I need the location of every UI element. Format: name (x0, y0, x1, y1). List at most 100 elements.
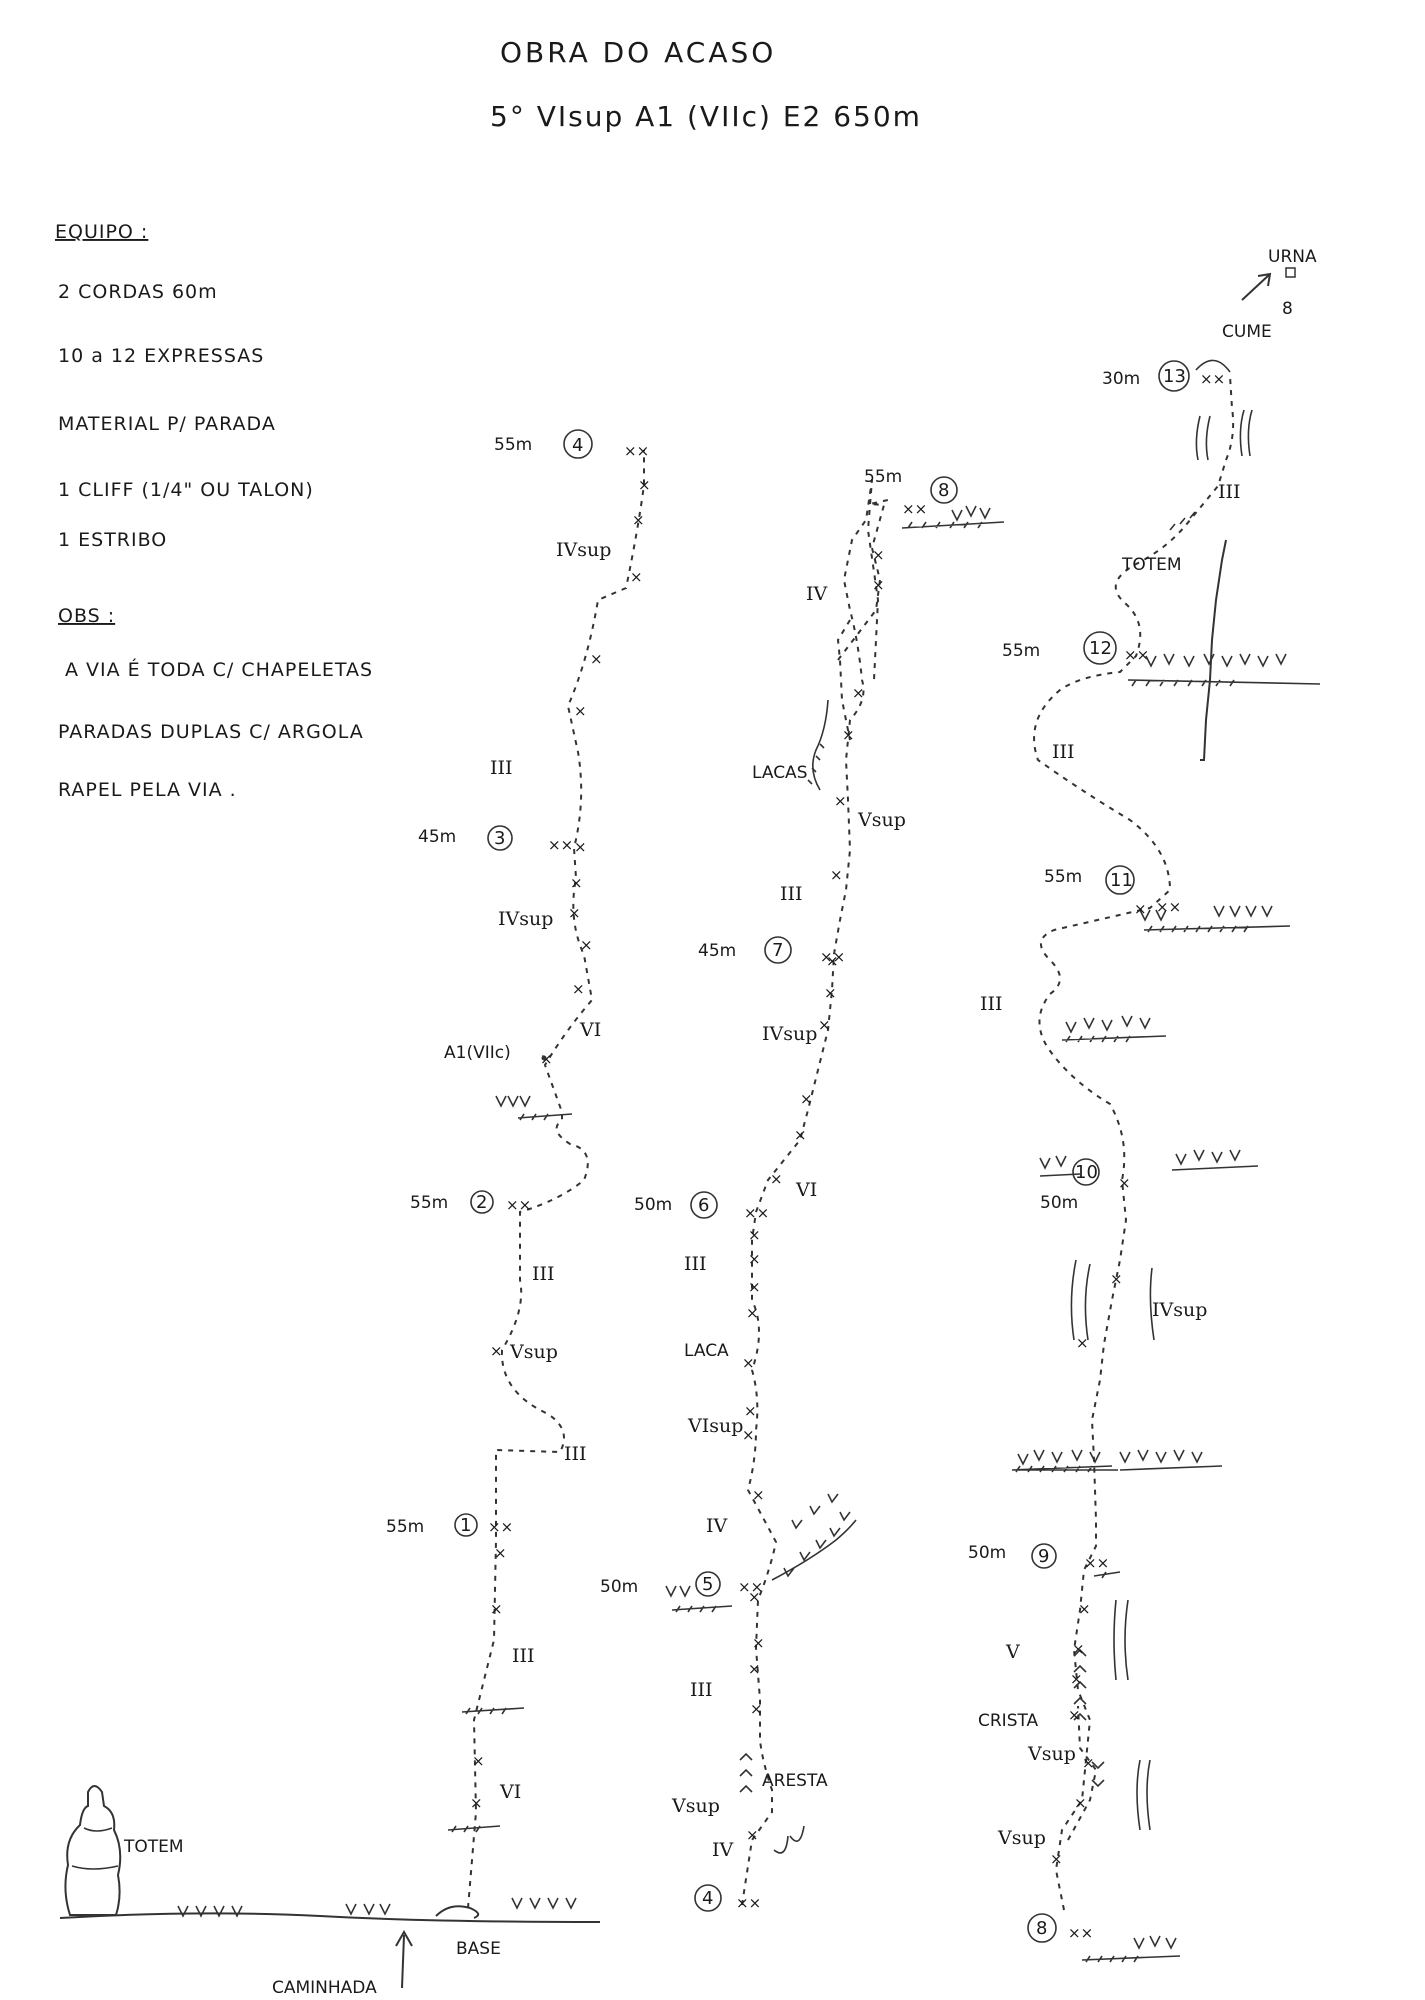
belay-4-top: 55m 4 ×× (494, 429, 649, 460)
svg-text:×: × (748, 1278, 761, 1296)
svg-text:×: × (746, 1826, 759, 1844)
svg-text:45m: 45m (418, 827, 456, 847)
ledge-column-2 (665, 505, 1005, 1854)
svg-text:×: × (572, 980, 585, 998)
svg-text:×: × (748, 1660, 761, 1678)
route-line-column-2-upper (836, 619, 851, 741)
svg-text:×: × (574, 838, 587, 856)
belay-4-bottom: 4 ×× (694, 1884, 761, 1912)
svg-text:×: × (580, 936, 593, 954)
svg-text:×: × (744, 1402, 757, 1420)
svg-text:2: 2 (476, 1192, 487, 1213)
svg-text:××: ×× (548, 836, 573, 854)
crista-label: CRISTA (978, 1711, 1039, 1731)
svg-text:×: × (834, 792, 847, 810)
route-line-column-2 (741, 479, 880, 1906)
belay-8-top: 55m 8 ×× (864, 467, 958, 518)
svg-text:1: 1 (460, 1515, 471, 1536)
bolt-marks-column-1: ×× ×× ×× ×× ×× ×× ×× ×× (470, 476, 651, 1812)
a1-section-label: A1(VIIc) (444, 1043, 511, 1063)
belay-12: 55m 12 ×× (1002, 631, 1321, 687)
svg-text:×: × (1110, 1270, 1123, 1288)
approach-arrow (395, 1929, 413, 1989)
summit-arrow-icon (1241, 272, 1272, 301)
svg-text:××: ×× (1156, 898, 1181, 916)
svg-text:××: ×× (506, 1196, 531, 1214)
belay-3: 45m 3 ×× (418, 825, 573, 854)
svg-text:55m: 55m (864, 467, 902, 487)
ledge-column-3 (1011, 511, 1291, 1963)
svg-text:×: × (1082, 1754, 1095, 1772)
svg-text:×: × (1134, 900, 1147, 918)
svg-text:××: ×× (1084, 1554, 1109, 1572)
laca-label: LACA (684, 1341, 729, 1361)
svg-text:××: ×× (902, 500, 927, 518)
summit-totem-icon: 8 (1282, 299, 1293, 319)
grade-label: IV (712, 1839, 734, 1861)
equipment-item: 2 CORDAS 60m (58, 281, 218, 303)
grade-label: IVsup (498, 908, 553, 930)
svg-text:×: × (818, 1016, 831, 1034)
observation-item: PARADAS DUPLAS C/ ARGOLA (58, 721, 364, 743)
observation-item: RAPEL PELA VIA . (58, 779, 237, 801)
equipment-item: 1 ESTRIBO (58, 529, 167, 551)
grade-label: III (532, 1263, 555, 1285)
belay-1: 55m 1 ×× (386, 1513, 513, 1537)
svg-text:×: × (1118, 1174, 1131, 1192)
base-boulder (435, 1905, 480, 1919)
belay-8-bottom: 8 ×× (1027, 1913, 1093, 1943)
belay-11: 55m 11 ×× (1044, 865, 1181, 916)
ground-line (59, 1912, 601, 1923)
svg-text:55m: 55m (410, 1193, 448, 1213)
route-line-column-1 (467, 450, 645, 1909)
svg-text:8: 8 (938, 480, 949, 501)
totem-rock (64, 1785, 122, 1916)
dihedral-wall (1200, 539, 1227, 761)
route-grade-line: 5° VIsup A1 (VIIc) E2 650m (490, 100, 922, 133)
summit-label: CUME (1222, 322, 1272, 342)
grade-label: Vsup (671, 1795, 720, 1817)
totem-base-label: TOTEM (123, 1837, 184, 1857)
svg-text:×: × (1076, 1334, 1089, 1352)
route-line-column-3-lower (1067, 1705, 1098, 1841)
svg-text:×: × (490, 1342, 503, 1360)
svg-text:×: × (750, 1700, 763, 1718)
svg-text:×: × (1050, 1850, 1063, 1868)
svg-text:×: × (748, 1588, 761, 1606)
belay-13: 30m 13 ×× (1102, 359, 1231, 392)
totem-rock-detail (71, 1827, 119, 1870)
svg-text:×: × (1070, 1670, 1083, 1688)
grade-label: Vsup (1027, 1743, 1076, 1765)
belay-5: 50m 5 ×× (600, 1571, 763, 1597)
grade-label: Vsup (997, 1827, 1046, 1849)
svg-text:×: × (1068, 1706, 1081, 1724)
grade-label: III (780, 883, 803, 905)
equipment-item: MATERIAL P/ PARADA (58, 413, 276, 435)
svg-text:×: × (632, 511, 645, 529)
ledge-column-1 (447, 1095, 573, 1833)
bolt-marks-column-3: ×× ×× ×× ×× ×× × (1050, 900, 1147, 1868)
svg-text:××: ×× (736, 1894, 761, 1912)
svg-text:×: × (1074, 1794, 1087, 1812)
grade-label: III (1052, 741, 1075, 763)
grade-label: IVsup (1152, 1299, 1207, 1321)
svg-text:55m: 55m (386, 1517, 424, 1537)
svg-text:13: 13 (1163, 366, 1186, 387)
grade-label: III (690, 1679, 713, 1701)
svg-text:55m: 55m (494, 435, 532, 455)
summit-box-icon (1285, 267, 1296, 278)
grade-label: III (490, 757, 513, 779)
svg-text:×: × (842, 726, 855, 744)
svg-text:××: ×× (1200, 370, 1225, 388)
svg-text:×: × (1078, 1600, 1091, 1618)
observation-item: A VIA É TODA C/ CHAPELETAS (65, 658, 373, 681)
observations-heading: OBS : (58, 605, 115, 627)
grade-label: VI (499, 1781, 521, 1803)
belay-6: 50m 6 ×× (634, 1191, 769, 1222)
grade-label: III (1218, 481, 1241, 503)
svg-text:×: × (872, 576, 885, 594)
svg-text:×: × (748, 1250, 761, 1268)
svg-text:×: × (1072, 1640, 1085, 1658)
svg-text:55m: 55m (1044, 867, 1082, 887)
svg-text:8: 8 (1036, 1918, 1047, 1939)
